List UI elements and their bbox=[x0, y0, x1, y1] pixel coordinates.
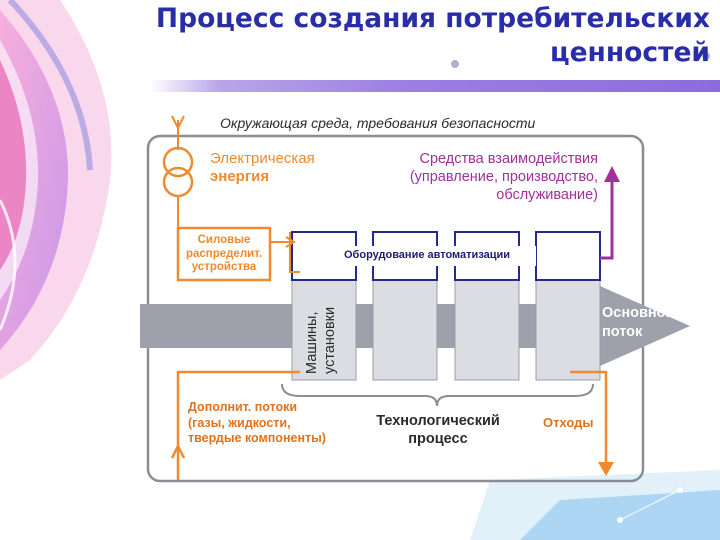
title-line-1: Процесс создания потребительских bbox=[155, 3, 710, 34]
process-block-4 bbox=[535, 279, 601, 381]
tech-line-1: Технологический bbox=[376, 413, 500, 429]
power-distribution-box bbox=[176, 226, 272, 282]
tech-process-label: Технологический процесс bbox=[358, 412, 518, 448]
waste-label: Отходы bbox=[543, 415, 594, 430]
title-underline-bar bbox=[150, 80, 720, 92]
tech-line-2: процесс bbox=[408, 431, 468, 447]
power-line-2: распределит. bbox=[185, 247, 263, 260]
power-line-3: устройства bbox=[191, 261, 257, 273]
main-flow-label: Основной поток bbox=[602, 304, 674, 342]
interaction-arrow bbox=[600, 178, 614, 260]
extra-line-2: (газы, жидкости, bbox=[188, 415, 291, 430]
interaction-line-3: обслуживание) bbox=[496, 187, 598, 203]
process-block-3 bbox=[454, 279, 520, 381]
process-block-1 bbox=[291, 279, 357, 381]
machines-label: Машины, установки bbox=[303, 307, 339, 374]
process-brace bbox=[281, 383, 594, 407]
interaction-line-1: Средства взаимодействия bbox=[419, 151, 598, 167]
main-flow-line-2: поток bbox=[602, 324, 643, 340]
extra-line-1: Дополнит. потоки bbox=[188, 400, 298, 414]
page-title: Процесс создания потребительских ценност… bbox=[110, 2, 710, 70]
electric-energy-label: Электрическая энергия bbox=[210, 150, 315, 186]
automation-label: Оборудование автоматизации bbox=[344, 249, 511, 261]
power-distribution-label: Силовые распределит. устройства bbox=[181, 234, 267, 275]
electric-energy-line-1: Электрическая bbox=[210, 150, 315, 167]
transformer-icon bbox=[162, 146, 194, 178]
interaction-line-2: (управление, производство, bbox=[409, 169, 598, 185]
main-flow-line-1: Основной bbox=[602, 305, 675, 321]
electric-energy-line-2: энергия bbox=[210, 168, 270, 185]
power-line-1: Силовые bbox=[197, 234, 251, 246]
title-line-2: ценностей bbox=[549, 37, 710, 68]
process-block-2 bbox=[372, 279, 438, 381]
machines-line-2: установки bbox=[322, 306, 338, 374]
environment-label: Окружающая среда, требования безопасност… bbox=[220, 115, 536, 131]
extra-line-3: твердые компоненты) bbox=[188, 431, 326, 445]
automation-box-4 bbox=[535, 231, 601, 281]
interaction-means-label: Средства взаимодействия (управление, про… bbox=[380, 150, 598, 204]
waste-arrow bbox=[570, 370, 608, 462]
machines-line-1: Машины, bbox=[304, 311, 320, 375]
extra-flows-label: Дополнит. потоки (газы, жидкости, тверды… bbox=[188, 400, 326, 447]
